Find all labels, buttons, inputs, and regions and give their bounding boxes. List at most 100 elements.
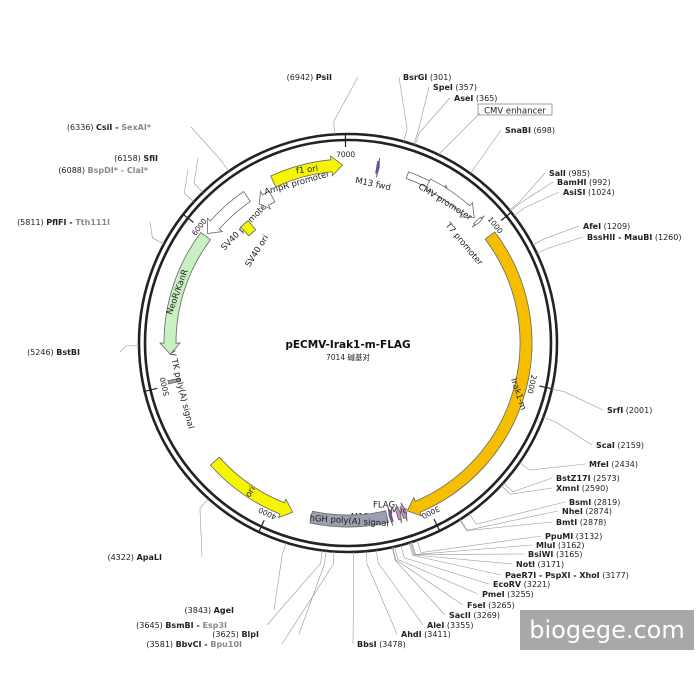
site-pos: (6158)	[114, 154, 143, 163]
site-pos: (2590)	[579, 484, 608, 493]
site-pos: (2573)	[591, 474, 620, 483]
tick-mark	[258, 519, 265, 533]
feature-label-cmv-enhancer: CMV enhancer	[484, 107, 546, 117]
site-pos: (365)	[473, 94, 497, 103]
restriction-site-label: (3645) BsmBI - Esp3I	[136, 621, 227, 630]
restriction-site-label: (6336) CsiI - SexAI*	[67, 123, 152, 132]
restriction-site-label: (3581) BbvCI - Bpu10I	[146, 640, 242, 649]
tick-mark	[539, 385, 553, 390]
site-name: SalI	[549, 169, 566, 178]
restriction-site-label: SnaBI (698)	[505, 126, 555, 135]
restriction-site-label: BamHI (992)	[557, 178, 611, 187]
site-leader-line	[411, 542, 533, 555]
site-name: BsmBI	[165, 621, 193, 630]
feature-f1-ori	[270, 154, 344, 188]
feature-hgh-polya	[309, 510, 389, 528]
site-pos: (3645)	[136, 621, 165, 630]
site-name: AsiSI	[563, 188, 585, 197]
site-pos: (3269)	[471, 611, 500, 620]
restriction-site-label: (4322) ApaLI	[107, 553, 162, 562]
site-name: SfiI	[143, 154, 158, 163]
restriction-site-label: (6088) BspDI* - ClaI*	[58, 166, 148, 175]
site-name: BlpI	[241, 630, 259, 639]
restriction-site-label: PaeR7I - PspXI - XhoI (3177)	[505, 571, 629, 580]
site-leader-line	[408, 542, 502, 576]
restriction-site-label: BstZ17I (2573)	[556, 474, 620, 483]
restriction-site-label: PpuMI (3132)	[545, 532, 602, 541]
restriction-site-label: NotI (3171)	[516, 560, 564, 569]
site-leader-line	[532, 225, 580, 246]
site-pos: (2878)	[577, 518, 606, 527]
site-leader-line	[460, 510, 559, 531]
feature-m13-rev	[387, 506, 394, 526]
site-pos: (3255)	[505, 590, 534, 599]
watermark: biogege.com	[520, 610, 694, 650]
site-pos: (357)	[453, 83, 477, 92]
feature-label-flag: FLAG	[373, 501, 395, 511]
site-name: BssHII	[587, 233, 615, 242]
site-name: BbvCI	[176, 640, 202, 649]
site-name: ApaLI	[137, 553, 162, 562]
site-pos: (6088)	[58, 166, 87, 175]
site-pos: (2001)	[623, 406, 652, 415]
feature-label-sv40-ori: SV40 ori	[244, 233, 271, 269]
backbone-outer-ring	[137, 132, 559, 554]
site-pos: (3221)	[521, 580, 550, 589]
site-name: BstZ17I	[556, 474, 591, 483]
site-name: PflFI	[46, 218, 66, 227]
site-leader-line	[119, 345, 140, 353]
site-name: NotI	[516, 560, 535, 569]
site-name2: MauBI	[624, 233, 652, 242]
site-name: FseI	[467, 601, 486, 610]
site-name: ScaI	[596, 441, 615, 450]
site-pos: (3177)	[600, 571, 629, 580]
restriction-site-label: PmeI (3255)	[482, 590, 534, 599]
site-pos: (6942)	[287, 73, 316, 82]
restriction-site-label: SacII (3269)	[449, 611, 500, 620]
feature-label-m13-fwd: M13 fwd	[354, 176, 391, 193]
site-pos: (3355)	[444, 621, 473, 630]
feature-sv40-ori	[240, 220, 257, 237]
site-pos: (3165)	[553, 550, 582, 559]
restriction-site-label: (5246) BstBI	[27, 348, 80, 357]
site-leader-line	[470, 129, 502, 174]
site-leader-line	[413, 86, 430, 145]
site-name: BspDI*	[88, 166, 119, 175]
site-name: AseI	[454, 94, 473, 103]
site-leader-line	[543, 416, 593, 446]
site-name: XmnI	[556, 484, 579, 493]
feature-neor-kanr	[159, 231, 212, 355]
site-pos: (2874)	[583, 507, 612, 516]
site-pos: (3411)	[422, 630, 451, 639]
site-name: BamHI	[557, 178, 587, 187]
restriction-site-label: SrfI (2001)	[607, 406, 652, 415]
restriction-site-label: SalI (985)	[549, 169, 590, 178]
site-label-group: (6942) PsiI (6336) CsiI - SexAI* (6158) Sf…	[17, 73, 681, 649]
site-leader-line	[190, 126, 229, 172]
site-pos: (2434)	[609, 460, 638, 469]
cmv-enhancer-leader	[438, 112, 481, 155]
site-leader-line	[352, 551, 355, 645]
tick-mark	[182, 213, 194, 223]
site-sep: -	[66, 218, 75, 227]
restriction-site-label: (5811) PflFI - Tth111I	[17, 218, 110, 227]
site-leader-line	[468, 501, 566, 525]
site-name: SpeI	[433, 83, 453, 92]
site-name: BbsI	[357, 640, 377, 649]
backbone-inner-ring	[143, 138, 553, 548]
site-pos: (3581)	[146, 640, 175, 649]
site-name: SnaBI	[505, 126, 531, 135]
tick-mark	[144, 387, 158, 392]
site-pos: (1260)	[652, 233, 681, 242]
restriction-site-label: AfeI (1209)	[583, 222, 630, 231]
restriction-site-label: (6942) PsiI	[287, 73, 332, 82]
restriction-site-label: AleI (3355)	[427, 621, 474, 630]
site-pos: (3478)	[377, 640, 406, 649]
site-leader-line	[266, 550, 323, 626]
feature-m13-fwd	[375, 157, 380, 178]
feature-myc	[399, 502, 408, 522]
site-leader-line	[502, 477, 553, 493]
site-pos: (3265)	[486, 601, 515, 610]
tick-mark	[500, 211, 512, 221]
site-leader-line	[551, 388, 604, 411]
